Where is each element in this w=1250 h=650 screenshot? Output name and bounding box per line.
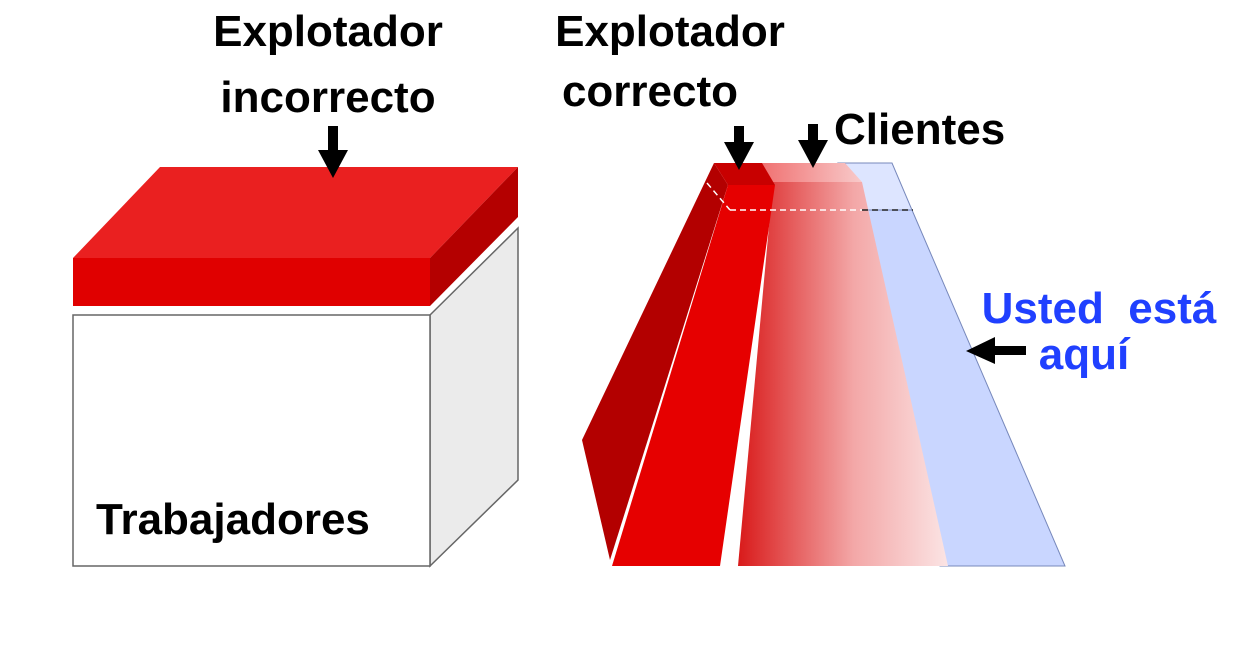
exploiter-top-face <box>714 163 775 185</box>
label-you-are-here: Usted está aquí <box>966 286 1232 378</box>
exploiter-front-face <box>612 185 775 566</box>
label-you-are-here-line2: aquí <box>1038 330 1130 379</box>
label-clients: Clientes <box>834 105 1006 154</box>
slab-top <box>73 167 518 258</box>
workers-box-front <box>72 314 431 567</box>
slab-side <box>430 167 518 306</box>
clients-front-face <box>738 182 948 566</box>
wrong-exploiter-slab <box>73 167 518 306</box>
label-right-exploiter-line2: correcto <box>561 67 739 116</box>
arrow-icon-right-exploiter <box>724 126 754 170</box>
label-wrong-exploiter-line1: Explotador <box>213 7 443 56</box>
label-workers: Trabajadores <box>96 495 370 544</box>
label-right-exploiter-line1: Explotador <box>555 7 785 56</box>
arrow-icon-wrong-exploiter <box>318 126 348 178</box>
arrow-icon-clients <box>798 124 828 168</box>
label-right-exploiter: Explotador correcto <box>540 6 800 118</box>
label-wrong-exploiter-line2: incorrecto <box>220 73 436 122</box>
arrow-icon-you-are-here <box>966 337 1026 364</box>
workers-box <box>72 226 519 568</box>
label-wrong-exploiter: Explotador incorrecto <box>198 6 458 124</box>
label-you-are-here-line1: Usted está <box>981 284 1217 333</box>
exploiter-back-face <box>582 163 728 560</box>
slab-front <box>73 258 430 306</box>
dashed-line <box>706 182 731 211</box>
wedge-pieces <box>582 162 1066 567</box>
clients-top-face <box>760 163 862 182</box>
